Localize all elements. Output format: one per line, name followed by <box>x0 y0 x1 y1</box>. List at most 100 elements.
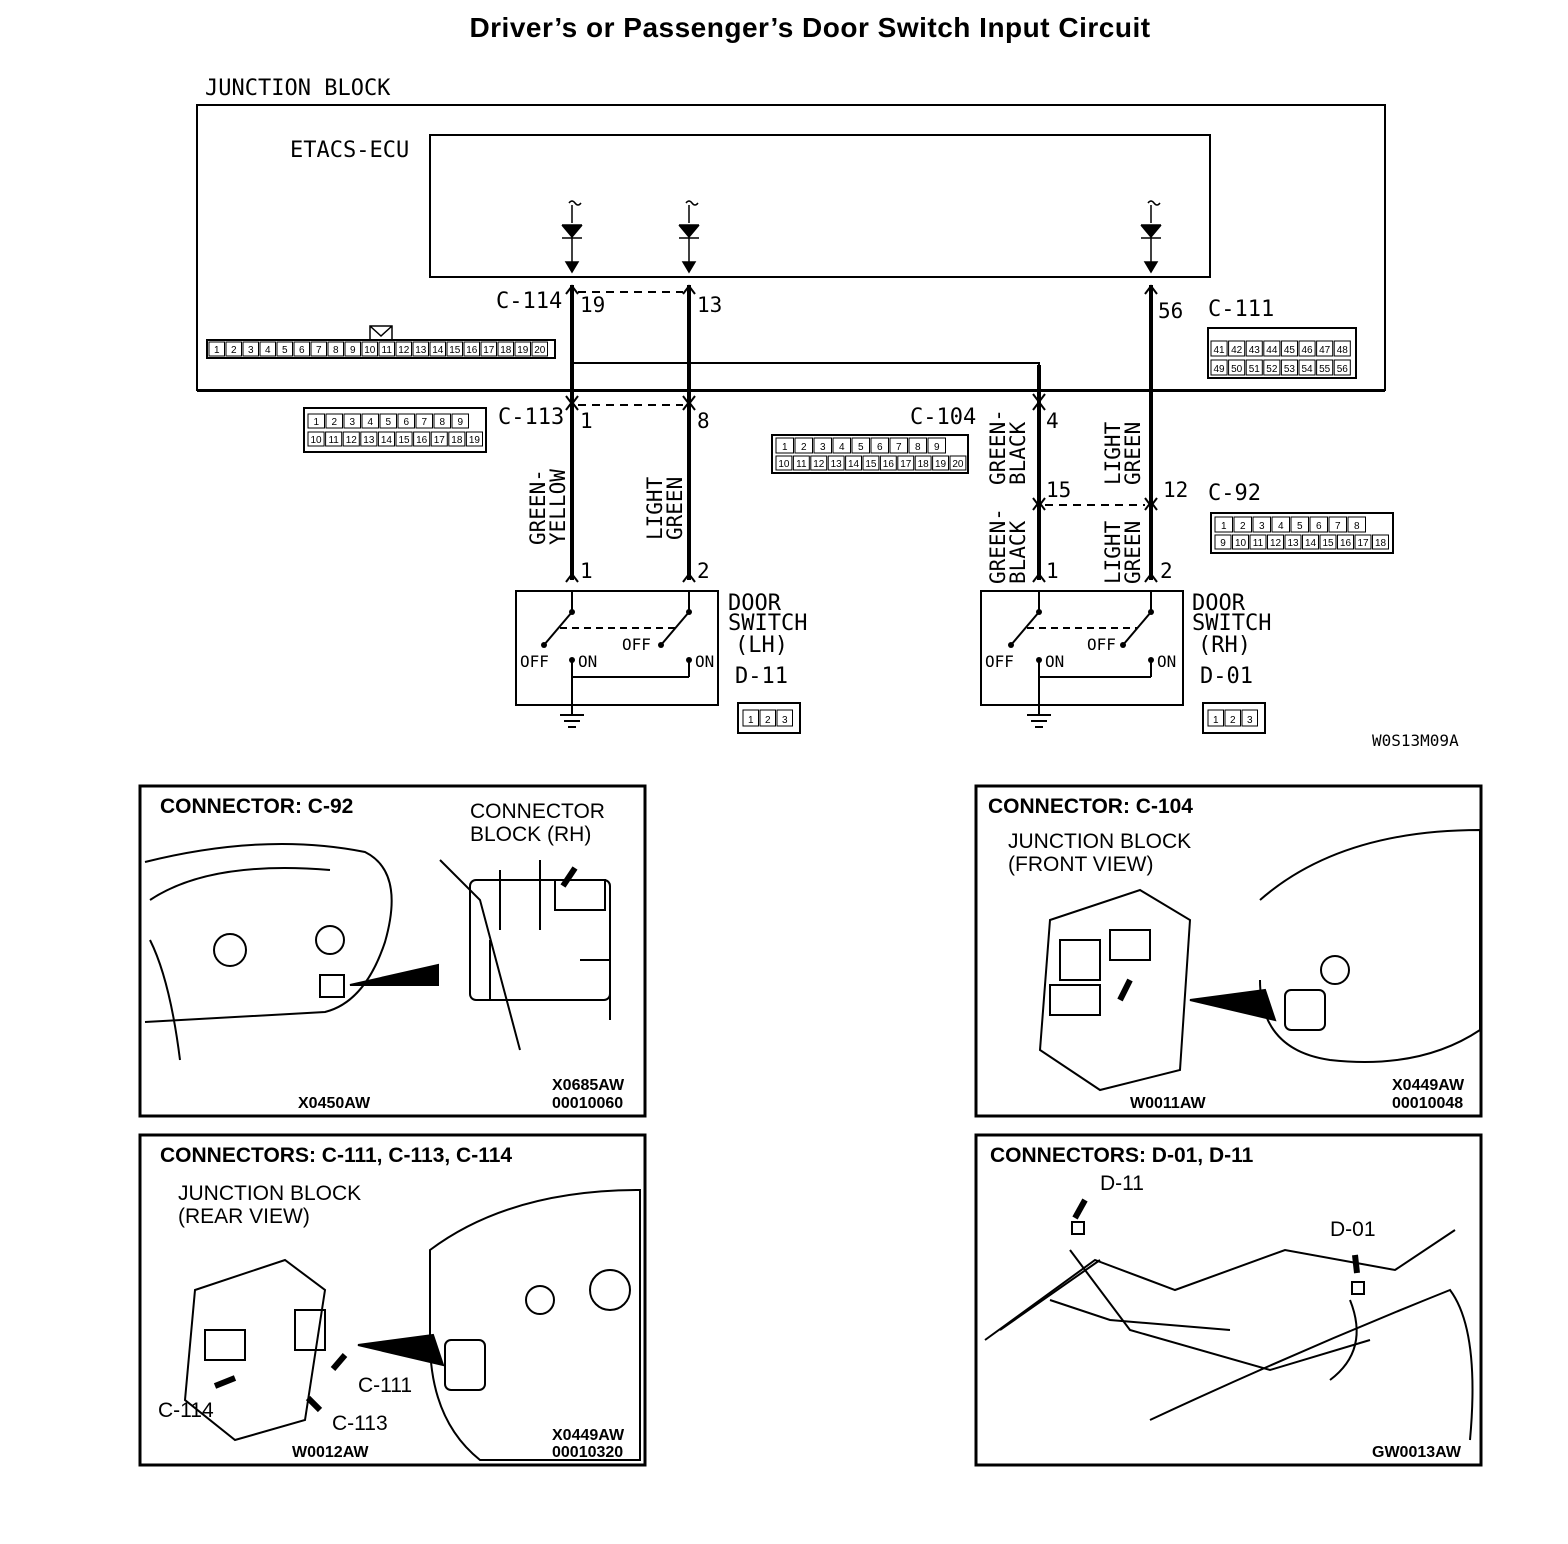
ecu-box <box>429 134 1211 278</box>
pin-cell <box>360 431 378 447</box>
pin-number: 45 <box>1284 345 1296 356</box>
pin-number: 2 <box>801 442 807 453</box>
pin-cell <box>377 431 395 447</box>
pin-number: 18 <box>1375 538 1387 549</box>
lh-off-right: OFF <box>622 635 651 654</box>
pin-cell <box>480 341 497 357</box>
rh-on-left: ON <box>1045 652 1064 671</box>
pin-number: 19 <box>935 459 947 470</box>
c92-dashboard-illustration <box>144 843 439 1061</box>
c92-label: C-92 <box>1208 481 1261 506</box>
pin-cell <box>1252 516 1271 533</box>
pin-number: 7 <box>896 442 902 453</box>
pin-number: 55 <box>1319 364 1331 375</box>
c111-label: C-111 <box>1208 297 1274 322</box>
pin-number: 15 <box>449 345 461 356</box>
pin-number: 19 <box>469 435 481 446</box>
pin-number: 1 <box>214 345 220 356</box>
pin-number: 16 <box>416 435 428 446</box>
pin-number: 52 <box>1266 364 1278 375</box>
panel-d01-label-d11: D-11 <box>1100 1172 1144 1195</box>
pin-number: 15 <box>865 459 877 470</box>
pin-cell <box>463 341 480 357</box>
pin-cell <box>742 709 759 727</box>
ecu-input-diodes <box>561 200 1162 274</box>
pin-cell <box>1354 534 1372 550</box>
pin-cell <box>310 341 327 357</box>
pin-number: 6 <box>299 345 305 356</box>
pin-number: 3 <box>782 715 788 726</box>
rear-dashboard-illustration <box>357 1188 641 1461</box>
panel-c104-callout-2: (FRONT VIEW) <box>1008 853 1153 876</box>
panel-c92-code-right-2: 00010060 <box>552 1095 623 1112</box>
pin-number: 9 <box>350 345 356 356</box>
panel-d01-label-d01: D-01 <box>1330 1218 1376 1241</box>
pin-number: 18 <box>500 345 512 356</box>
pin-cell <box>1232 534 1249 550</box>
pin-number: 3 <box>349 417 355 428</box>
pin-number: 5 <box>858 442 864 453</box>
door-switch-rh-box <box>980 590 1184 728</box>
pin-cell <box>344 341 361 357</box>
pin-number: 46 <box>1301 345 1313 356</box>
pin-cell <box>862 455 880 471</box>
panel-c104-title: CONNECTOR: C-104 <box>988 795 1193 818</box>
pin-number: 10 <box>310 435 322 446</box>
pin-cell <box>908 437 927 454</box>
c104-junction-illustration <box>1038 888 1192 1092</box>
pin-number: 1 <box>1213 715 1219 726</box>
pin-number: 4 <box>265 345 271 356</box>
pin-number: 1 <box>1221 521 1227 532</box>
pin-cell <box>1337 534 1354 550</box>
pin-number: 3 <box>1259 521 1265 532</box>
pin-number: 16 <box>466 345 478 356</box>
junction-block-label: JUNCTION BLOCK <box>205 76 391 101</box>
pin-cell <box>327 341 344 357</box>
pin-cell <box>1372 534 1389 550</box>
pin-number: 13 <box>1287 538 1299 549</box>
pin-cell <box>794 437 813 454</box>
pin-number: 19 <box>517 345 529 356</box>
pin-cell <box>276 341 293 357</box>
pin-number: 5 <box>385 417 391 428</box>
pin-number: 2 <box>231 345 237 356</box>
pin-number: 14 <box>848 459 860 470</box>
panel-c111-label-c111: C-111 <box>358 1374 412 1397</box>
pin-2-d11: 2 <box>697 559 710 583</box>
pin-cell <box>343 413 361 429</box>
pin-cell <box>1210 340 1228 357</box>
pin-cell <box>225 341 242 357</box>
wire-green-black-bottom-2: BLACK <box>1006 520 1030 584</box>
pin-cell <box>430 431 448 447</box>
pin-number: 10 <box>778 459 790 470</box>
pin-number: 51 <box>1249 364 1261 375</box>
pin-number: 2 <box>1230 715 1236 726</box>
panel-c111-title: CONNECTORS: C-111, C-113, C-114 <box>160 1144 512 1167</box>
pin-cell <box>293 341 310 357</box>
pin-number: 3 <box>248 345 254 356</box>
pin-cell <box>927 437 946 454</box>
junction-rear-illustration <box>183 1258 348 1442</box>
pin-number: 12 <box>1270 538 1282 549</box>
panel-c104-callout-1: JUNCTION BLOCK <box>1008 830 1191 853</box>
panel-c92-frame <box>138 784 647 1118</box>
pin-cell <box>307 431 325 447</box>
pin-number: 48 <box>1337 345 1349 356</box>
pin-cell <box>1245 340 1263 357</box>
panel-c92-title: CONNECTOR: C-92 <box>160 795 353 818</box>
pin-number: 2 <box>765 715 771 726</box>
pin-cell <box>1284 534 1302 550</box>
pin-number: 12 <box>346 435 358 446</box>
pin-cell <box>378 341 395 357</box>
pin-number: 43 <box>1249 345 1261 356</box>
pin-number: 10 <box>364 345 376 356</box>
pin-number: 12 <box>398 345 410 356</box>
c111-face <box>1207 327 1357 379</box>
pin-cell <box>1249 534 1267 550</box>
pin-cell <box>1347 516 1366 533</box>
pin-cell <box>433 413 451 429</box>
door-switch-lh-box <box>515 590 719 728</box>
pin-number: 13 <box>831 459 843 470</box>
pin-cell <box>412 341 429 357</box>
c113-label: C-113 <box>498 405 564 430</box>
